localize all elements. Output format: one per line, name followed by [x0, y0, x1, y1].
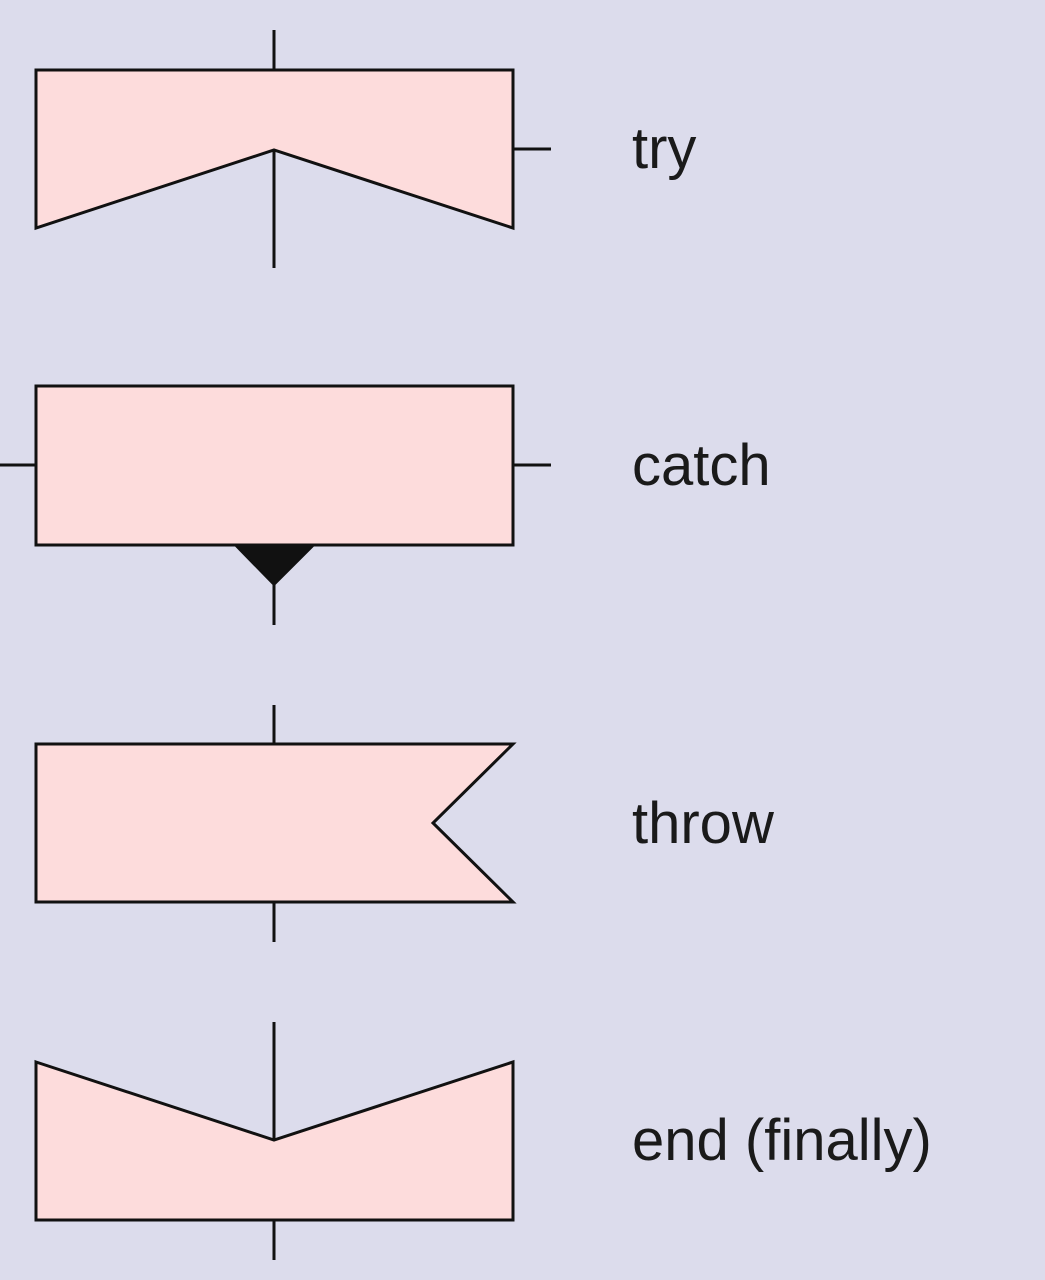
catch-shape	[34, 384, 515, 547]
try-label: try	[632, 116, 696, 181]
try-shape	[34, 68, 515, 231]
end-shape	[34, 1059, 515, 1222]
throw-symbol: throw	[34, 705, 775, 942]
catch-symbol: catch	[0, 384, 771, 625]
throw-label: throw	[632, 791, 775, 856]
catch-marker-triangle	[232, 544, 317, 587]
try-symbol: try	[34, 30, 696, 268]
throw-shape	[34, 742, 517, 904]
end-label: end (finally)	[632, 1108, 932, 1173]
end-symbol: end (finally)	[34, 1022, 932, 1260]
catch-label: catch	[632, 433, 771, 498]
